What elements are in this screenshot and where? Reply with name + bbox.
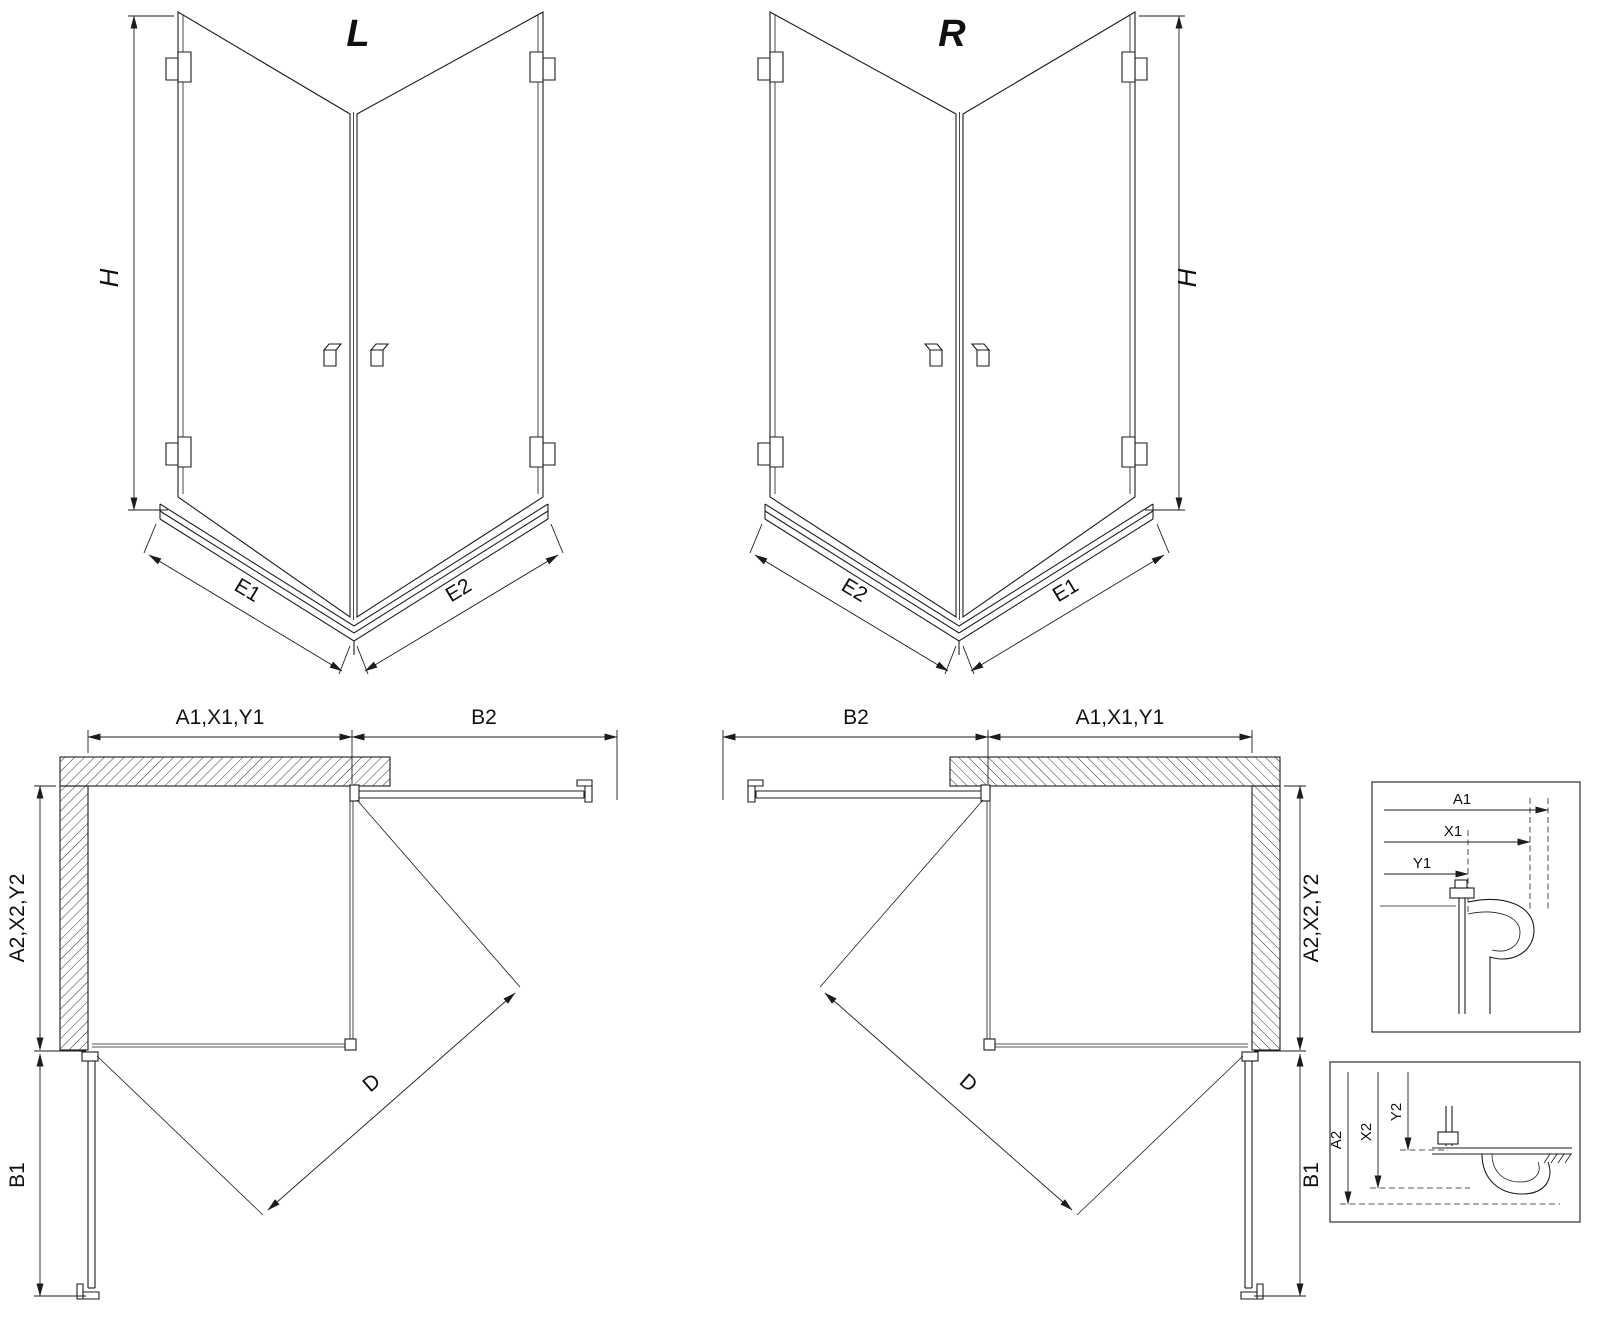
wall-side	[59, 785, 89, 1051]
hinge-icon	[81, 1051, 99, 1062]
dim-label-a2x2y2-left-plan: A2,X2,Y2	[6, 874, 29, 963]
dim-label-a1x1y1-left-plan: A1,X1,Y1	[176, 706, 265, 729]
detail-top-profile	[1371, 781, 1581, 1033]
profile-clamp	[1437, 1131, 1459, 1145]
iso-enclosure-geometry	[128, 11, 564, 675]
hinge-icon	[349, 784, 360, 802]
door-bracket	[576, 779, 593, 803]
wall-top	[59, 756, 391, 787]
plan-geometry	[34, 730, 618, 1300]
dim-label-height-right: H	[1172, 268, 1202, 287]
detail-bottom-profile	[1329, 1061, 1581, 1223]
corner-post	[344, 1038, 357, 1051]
profile-clamp	[1454, 879, 1468, 889]
profile-clamp	[1449, 887, 1475, 899]
dim-label-d-left-plan: D	[358, 1069, 385, 1096]
dim-label-a2x2y2-right-plan: A2,X2,Y2	[1300, 874, 1323, 963]
variant-label-left: L	[346, 13, 369, 55]
dim-label-e1-left-view: E1	[230, 574, 264, 607]
detail-dim-x2: X2	[1358, 1123, 1375, 1141]
iso-enclosure-mirrored	[750, 12, 1185, 674]
dim-label-height-left: H	[94, 268, 124, 287]
handle-icon	[322, 343, 390, 367]
detail-dim-x1: X1	[1444, 823, 1462, 840]
hinge-icon	[529, 51, 556, 468]
variant-label-right: R	[938, 13, 966, 55]
detail-dim-a2: A2	[1328, 1131, 1345, 1149]
dim-label-a1x1y1-right-plan: A1,X1,Y1	[1076, 706, 1165, 729]
dim-label-b1-right-plan: B1	[1300, 1162, 1323, 1188]
dim-label-b1-left-plan: B1	[6, 1162, 29, 1188]
plan-mirrored	[723, 730, 1306, 1299]
dim-label-d-right-plan: D	[955, 1069, 982, 1096]
dim-label-e2-left-view: E2	[442, 574, 476, 607]
dim-label-b2-right-plan: B2	[843, 706, 869, 729]
hinge-icon	[165, 51, 192, 468]
detail-dim-a1: A1	[1453, 791, 1471, 808]
detail-dim-y1: Y1	[1413, 855, 1431, 872]
detail-dim-y2: Y2	[1388, 1103, 1405, 1121]
dim-label-e1-right-view: E1	[1049, 574, 1083, 607]
dim-label-e2-right-view: E2	[837, 574, 871, 607]
dim-label-b2-left-plan: B2	[471, 706, 497, 729]
door-bracket	[76, 1283, 100, 1300]
